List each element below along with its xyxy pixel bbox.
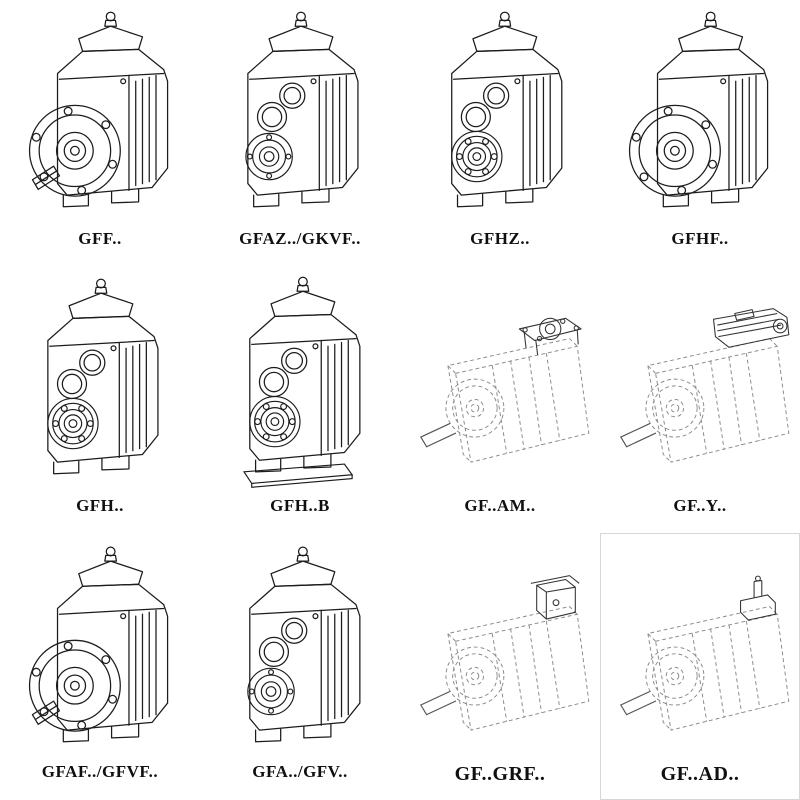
catalog-cell-gf-am: GF..AM.. bbox=[400, 267, 600, 534]
product-label-gfhf: GFHF.. bbox=[671, 229, 729, 248]
product-label-gf-grf: GF..GRF.. bbox=[454, 763, 546, 786]
gearbox-drawing-gfh-b bbox=[243, 276, 361, 488]
catalog-cell-gf-ad: GF..AD.. bbox=[600, 533, 800, 800]
product-label-gf-ad: GF..AD.. bbox=[660, 763, 740, 786]
gearbox-drawing-gf-ad bbox=[620, 575, 790, 731]
product-label-gf-y: GF..Y.. bbox=[673, 495, 727, 515]
catalog-cell-gfaz-gkvf: GFAZ../GKVF.. bbox=[200, 0, 400, 267]
catalog-cell-gfh: GFH.. bbox=[0, 267, 200, 534]
product-label-gfh-b: GFH..B bbox=[270, 495, 330, 515]
gearbox-drawing-gfhf bbox=[628, 11, 769, 208]
product-label-gff: GFF.. bbox=[78, 229, 122, 248]
gearbox-drawing-gf-y bbox=[620, 307, 790, 463]
product-label-gfa: GFA../GFV.. bbox=[252, 762, 348, 782]
gearbox-drawing-gfh bbox=[47, 278, 159, 475]
gearbox-drawing-gfhz bbox=[451, 11, 563, 208]
product-label-gfh: GFH.. bbox=[76, 495, 124, 515]
product-label-gfaf: GFAF../GFVF.. bbox=[41, 762, 159, 782]
catalog-cell-gf-grf: GF..GRF.. bbox=[400, 533, 600, 800]
catalog-cell-gfhf: GFHF.. bbox=[600, 0, 800, 267]
gearbox-drawing-gfa bbox=[247, 546, 361, 743]
catalog-cell-gfa-gfv: GFA../GFV.. bbox=[200, 533, 400, 800]
gearbox-drawing-gfaz bbox=[245, 11, 359, 208]
catalog-cell-gfaf-gfvf: GFAF../GFVF.. bbox=[0, 533, 200, 800]
product-label-gfaz: GFAZ../GKVF.. bbox=[239, 229, 361, 248]
gearbox-drawing-gf-grf bbox=[420, 575, 590, 731]
product-label-gf-am: GF..AM.. bbox=[464, 495, 536, 515]
gearbox-drawing-gf-am bbox=[420, 317, 590, 463]
catalog-cell-gfh-b: GFH..B bbox=[200, 267, 400, 534]
catalog-cell-gf-y: GF..Y.. bbox=[600, 267, 800, 534]
catalog-cell-gfhz: GFHZ.. bbox=[400, 0, 600, 267]
gearbox-drawing-gff bbox=[28, 11, 169, 208]
catalog-cell-gff: GFF.. bbox=[0, 0, 200, 267]
gearbox-drawing-gfaf bbox=[28, 546, 169, 743]
product-label-gfhz: GFHZ.. bbox=[470, 229, 530, 248]
